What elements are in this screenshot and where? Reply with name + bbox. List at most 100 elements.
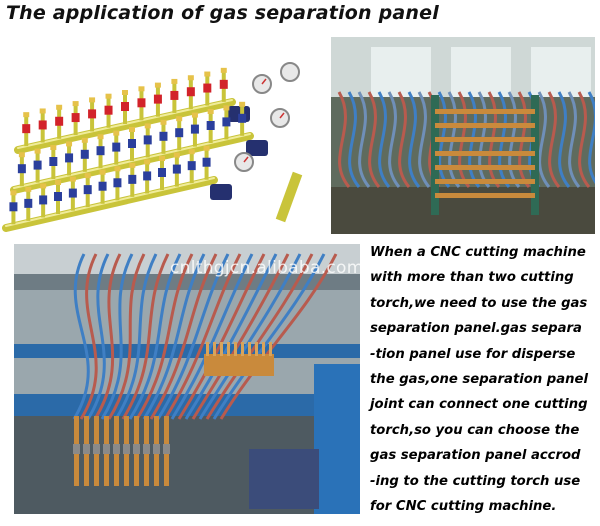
copper-pipe: [435, 137, 535, 142]
manifold-fitting: [227, 342, 230, 356]
valve-cap: [105, 93, 112, 99]
valve-cap: [171, 78, 178, 84]
valve-cap: [114, 166, 121, 172]
gas-hose: [577, 91, 591, 188]
gas-hose: [100, 253, 134, 420]
valve-body: [143, 171, 152, 181]
valve-cap: [239, 101, 246, 107]
gas-hose: [177, 253, 266, 420]
gas-hose: [417, 91, 431, 188]
valve-body: [80, 149, 89, 159]
watermark-text: cnlthgjcn.alibaba.com: [170, 258, 364, 278]
valve-cap: [207, 109, 214, 114]
gas-hose: [407, 91, 421, 188]
gas-hose: [567, 91, 581, 188]
manifold-fitting: [269, 342, 272, 356]
valve-cap: [203, 145, 210, 151]
valve-cap: [18, 152, 25, 158]
gas-hose: [557, 91, 571, 188]
torch-valve: [113, 444, 120, 454]
valve-cap: [69, 176, 76, 182]
valve-body: [121, 102, 129, 111]
manifold-fitting: [255, 342, 258, 356]
torch-valve: [73, 444, 80, 454]
valve-cap: [138, 86, 145, 92]
valve-cap: [81, 137, 88, 143]
valve-cap: [72, 101, 79, 107]
gas-hose: [142, 253, 206, 420]
valve-cap: [188, 149, 195, 155]
valve-body: [222, 117, 231, 127]
gas-hose: [212, 253, 326, 420]
valve-body: [186, 87, 195, 97]
valve-cap: [144, 159, 151, 165]
gas-manifold: [204, 354, 274, 376]
valve-cap: [25, 186, 32, 192]
gauge-needle: [243, 156, 249, 163]
torch-valve: [103, 444, 110, 454]
manifold-fitting: [234, 342, 237, 356]
gas-hose: [128, 253, 182, 420]
valve-cap: [50, 145, 57, 150]
valve-body: [39, 195, 48, 205]
valve-body: [9, 202, 18, 212]
valve-cap: [23, 112, 30, 118]
description-line: joint can connect one cutting: [370, 397, 588, 413]
gas-hose: [72, 253, 90, 420]
torch-valve: [83, 444, 90, 454]
gas-hose: [170, 253, 254, 420]
valve-cap: [97, 134, 104, 140]
gas-hose: [93, 253, 122, 420]
valve-body: [159, 131, 168, 141]
valve-cap: [160, 119, 167, 125]
valve-cap: [176, 116, 183, 122]
valve-body: [55, 116, 64, 126]
valve-body: [22, 124, 31, 134]
valve-body: [203, 83, 212, 93]
valve-body: [65, 153, 74, 163]
valve-body: [238, 113, 247, 123]
gas-hose: [397, 91, 411, 188]
gauge-needle: [279, 112, 285, 119]
valve-body: [143, 135, 152, 145]
gas-hose: [198, 253, 302, 420]
valve-body: [33, 160, 42, 170]
gas-hose: [205, 253, 314, 420]
manifold-fitting: [248, 342, 251, 356]
page-title: The application of gas separation panel: [6, 2, 439, 24]
description-line: gas separation panel accrod: [370, 448, 581, 464]
pressure-gauge: [280, 62, 300, 82]
valve-body: [83, 185, 92, 195]
gas-hose: [135, 253, 194, 420]
valve-body: [219, 79, 228, 89]
valve-cap: [89, 97, 96, 103]
copper-pipe: [435, 165, 535, 170]
valve-cap: [113, 130, 120, 136]
valve-body: [153, 94, 162, 104]
valve-cap: [204, 71, 211, 77]
valve-cap: [144, 123, 151, 129]
description-line: -tion panel use for disperse: [370, 346, 576, 362]
valve-body: [54, 192, 62, 201]
gas-hose: [191, 253, 290, 420]
description-line: with more than two cutting: [370, 270, 574, 286]
regulator-block: [210, 184, 232, 200]
copper-pipe: [435, 123, 535, 128]
valve-body: [137, 98, 146, 108]
factory-manifold-photo: [331, 37, 595, 234]
gas-hose: [86, 253, 110, 420]
gas-hose: [184, 253, 278, 420]
valve-body: [172, 164, 181, 174]
gas-separation-panel-diagram: [2, 62, 303, 232]
valve-body: [68, 188, 77, 198]
torch-valve: [93, 444, 100, 454]
torch-valve: [163, 444, 170, 454]
torch-valve: [153, 444, 160, 454]
valve-body: [128, 139, 136, 148]
valve-body: [88, 109, 97, 119]
manifold-group: [2, 62, 303, 232]
gas-hose: [121, 253, 170, 420]
manifold-fitting: [213, 342, 216, 356]
valve-body: [104, 105, 113, 115]
